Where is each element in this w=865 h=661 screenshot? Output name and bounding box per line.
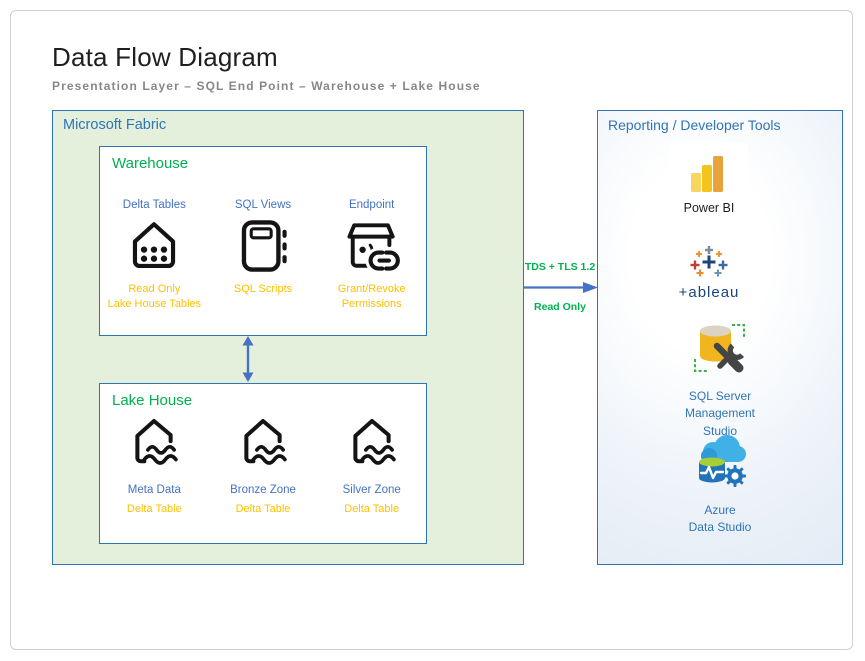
item-title: Bronze Zone [230,484,296,496]
item-caption: Delta Table [235,503,291,515]
item-title: Meta Data [127,484,181,496]
ssms-icon [694,324,745,373]
lake-house-icon [353,418,396,465]
label-line: Azure [704,503,736,517]
label-line: SQL Server [688,389,752,403]
tableau-icon [690,246,728,277]
lake-house-item-silver-zone: Silver Zone Delta Table [317,414,426,515]
house-dots-icon [133,222,176,269]
flow-arrow [523,282,598,293]
azure-data-studio-icon [699,435,746,487]
warehouse-item-endpoint: Endpoint [317,199,426,312]
connection-protocol-label: TDS + TLS 1.2 [524,261,596,273]
connection: TDS + TLS 1.2 Read Only [505,261,615,313]
caption-line: SQL Scripts [233,283,293,295]
item-title: Silver Zone [342,484,401,496]
lake-house-icon [244,418,287,465]
warehouse-item-delta-tables: Delta Tables Read Only Lake House Tables [100,199,209,312]
bidirectional-arrow [242,336,254,382]
power-bi-icon [691,156,723,192]
power-bi-label: Power BI [683,201,735,215]
item-title: SQL Views [234,199,292,211]
reporting-tools-label: Reporting / Developer Tools [608,117,781,133]
microsoft-fabric-group: Microsoft Fabric Warehouse Delta Tables … [52,110,524,565]
item-title: Delta Tables [122,199,186,211]
item-caption: Delta Table [126,503,182,515]
box-link-icon [347,223,403,274]
item-caption: Delta Table [344,503,400,515]
azure-data-studio-tool: Azure Data Studio [598,431,842,537]
item-caption: Read Only Lake House Tables [100,282,209,312]
item-title: Endpoint [348,199,395,211]
label-line: Studio [702,423,738,438]
caption-line: Lake House Tables [107,297,202,310]
journal-icon [241,220,287,272]
warehouse-items-row: Delta Tables Read Only Lake House Tables… [100,199,426,312]
reporting-tools-group: Reporting / Developer Tools Power BI +ab… [597,110,843,565]
item-caption: Grant/Revoke Permissions [317,282,426,312]
lake-house-items-row: Meta Data Delta Table Bronze Zone Delta … [100,414,426,515]
warehouse-label: Warehouse [112,155,189,172]
lake-house-item-bronze-zone: Bronze Zone Delta Table [209,414,318,515]
warehouse-panel: Warehouse Delta Tables Read Only Lake Ho… [99,146,427,336]
page-border [10,10,853,650]
lake-house-item-meta-data: Meta Data Delta Table [100,414,209,515]
lake-house-label: Lake House [112,392,193,409]
page-subtitle: Presentation Layer – SQL End Point – War… [52,79,481,93]
label-line: Management [684,406,756,421]
label-line: Data Studio [688,520,752,535]
caption-line: Read Only [128,283,181,295]
tableau-tile: +ableau [670,237,748,307]
ssms-tool: SQL Server Management Studio [598,319,842,440]
item-caption: SQL Scripts [209,282,318,297]
caption-line: Permissions [341,297,402,310]
ssms-label: SQL Server Management Studio [598,388,842,440]
warehouse-item-sql-views: SQL Views SQL Scripts [209,199,318,312]
connection-mode-label: Read Only [534,301,586,313]
lake-house-panel: Lake House Meta Data Delta Table [99,383,427,544]
caption-line: Grant/Revoke [337,283,406,295]
azure-data-studio-label: Azure Data Studio [598,502,842,537]
page-title: Data Flow Diagram [52,42,278,72]
microsoft-fabric-label: Microsoft Fabric [63,117,167,133]
tableau-wordmark: +ableau [678,284,740,301]
power-bi-tile: Power BI [670,143,748,221]
lake-house-icon [135,418,179,465]
